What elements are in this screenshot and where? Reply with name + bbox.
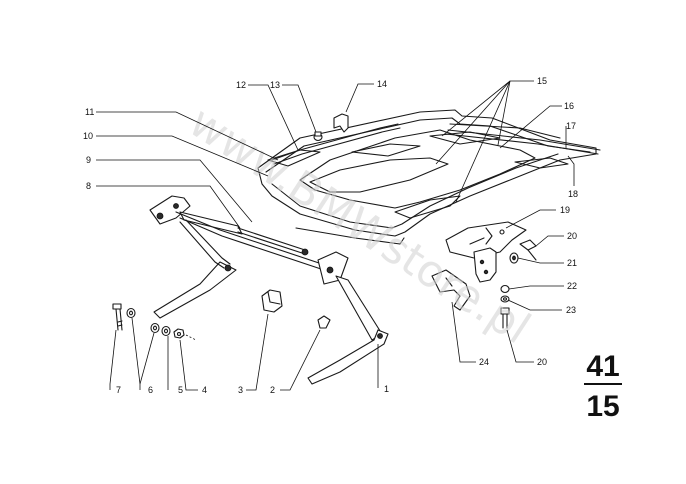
bolt-7: [112, 303, 123, 331]
callout-18: 18: [568, 189, 578, 199]
washer-5: [161, 325, 171, 337]
hood-panel: [257, 109, 597, 245]
buffer-3: [261, 289, 283, 313]
callout-6: 6: [148, 385, 153, 395]
clip-13: [313, 131, 323, 142]
leader-lines: [96, 80, 575, 391]
callout-4: 4: [202, 385, 207, 395]
callout-2: 2: [270, 385, 275, 395]
washer-6a: [126, 307, 136, 319]
callout-15: 15: [537, 76, 547, 86]
striker-plate: [473, 247, 497, 283]
bolt-20b: [500, 307, 510, 329]
callout-16: 16: [564, 101, 574, 111]
callout-13: 13: [270, 80, 280, 90]
callout-1: 1: [384, 384, 389, 394]
group-number: 41 15: [584, 350, 622, 423]
callout-20a: 20: [567, 231, 577, 241]
bolt-20a: [519, 239, 537, 261]
lock-latch-24: [431, 269, 471, 311]
callout-24: 24: [479, 357, 489, 367]
callout-7: 7: [116, 385, 121, 395]
group-sub: 15: [586, 390, 619, 423]
washer-23: [500, 295, 510, 303]
callout-5: 5: [178, 385, 183, 395]
lock-bracket-19: [445, 221, 527, 259]
seal-strips: [271, 123, 601, 165]
callout-12: 12: [236, 80, 246, 90]
callout-labels: 1 2 3 4 5 6 7 8 9 10 11 12 13 14 15 16 1…: [83, 76, 578, 395]
washer-21: [509, 252, 519, 264]
callout-21: 21: [567, 258, 577, 268]
hinge-assembly: [149, 195, 389, 385]
callout-9: 9: [86, 155, 91, 165]
callout-3: 3: [238, 385, 243, 395]
bracket-14: [333, 113, 349, 133]
clip-2: [317, 315, 331, 329]
callout-19: 19: [560, 205, 570, 215]
group-main: 41: [586, 350, 619, 383]
washer-6b: [150, 322, 160, 334]
nut-4: [173, 328, 185, 339]
callout-17: 17: [566, 121, 576, 131]
callout-8: 8: [86, 181, 91, 191]
callout-10: 10: [83, 131, 93, 141]
callout-22: 22: [567, 281, 577, 291]
callout-20b: 20: [537, 357, 547, 367]
callout-11: 11: [85, 107, 94, 117]
callout-14: 14: [377, 79, 387, 89]
callout-23: 23: [566, 305, 576, 315]
